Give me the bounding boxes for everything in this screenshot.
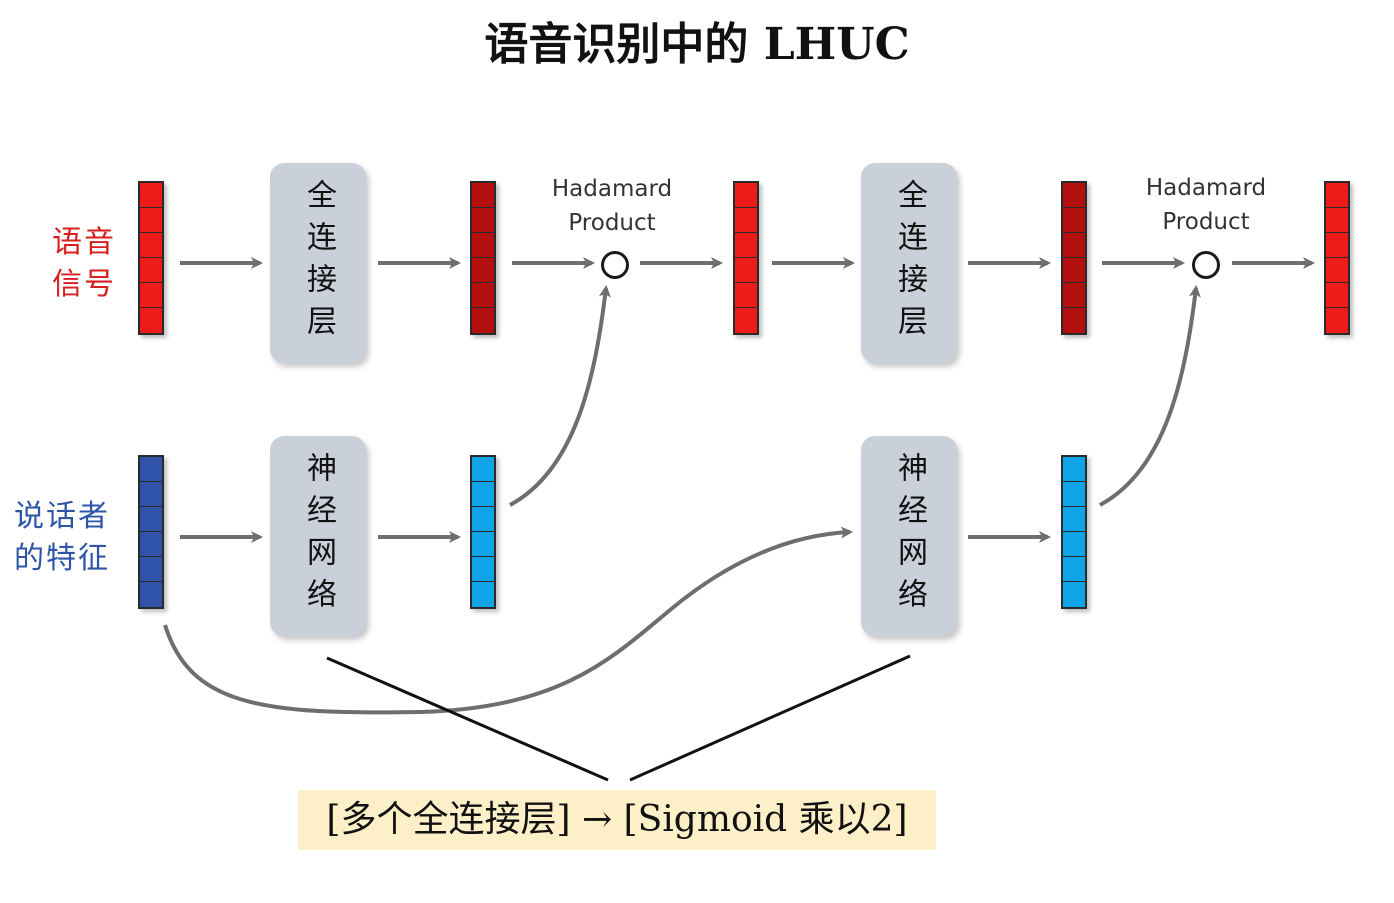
fc-layer-label-1: 全连接层 [301,179,336,347]
speech-label-line1: 语音 [52,225,116,260]
speech-signal-label: 语音 信号 [52,222,116,306]
speaker-label-line2: 的特征 [14,541,110,576]
scale-vector-2 [1061,455,1087,609]
hidden-vector-1 [470,181,496,335]
speaker-feature-vector [138,455,164,609]
hadamard-line2-b: Product [1162,209,1250,235]
speech-input-vector [138,181,164,335]
nn-box-1: 神经网络 [270,436,366,636]
nn-label-1: 神经网络 [301,452,336,620]
nn-box-2: 神经网络 [861,436,957,636]
arrow-scale1-to-product1 [509,285,611,507]
arrow-scale2-to-product2 [1099,285,1201,507]
arrow-speaker-to-nn2 [163,526,853,715]
hadamard-line1-b: Hadamard [1145,175,1267,201]
hadamard-line2-a: Product [568,210,656,236]
pointer-line-nn2 [629,654,911,782]
speaker-feature-label: 说话者 的特征 [14,496,110,580]
speech-label-line2: 信号 [52,267,116,302]
hadamard-line1-a: Hadamard [551,176,673,202]
scale-vector-1 [470,455,496,609]
page-title: 语音识别中的 LHUC [484,19,910,70]
hadamard-product-circle-1 [601,251,629,279]
hadamard-label-2: Hadamard Product [1136,171,1276,239]
formula-box: [多个全连接层] → [Sigmoid 乘以2] [298,790,936,850]
hadamard-product-circle-2 [1192,251,1220,279]
output-vector-2 [1324,181,1350,335]
nn-label-2: 神经网络 [892,452,927,620]
fc-layer-label-2: 全连接层 [892,179,927,347]
fc-layer-box-2: 全连接层 [861,163,957,363]
hadamard-label-1: Hadamard Product [542,172,682,240]
fc-layer-box-1: 全连接层 [270,163,366,363]
output-vector-1 [733,181,759,335]
speaker-label-line1: 说话者 [14,499,110,534]
hidden-vector-2 [1061,181,1087,335]
pointer-line-nn1 [326,656,609,782]
